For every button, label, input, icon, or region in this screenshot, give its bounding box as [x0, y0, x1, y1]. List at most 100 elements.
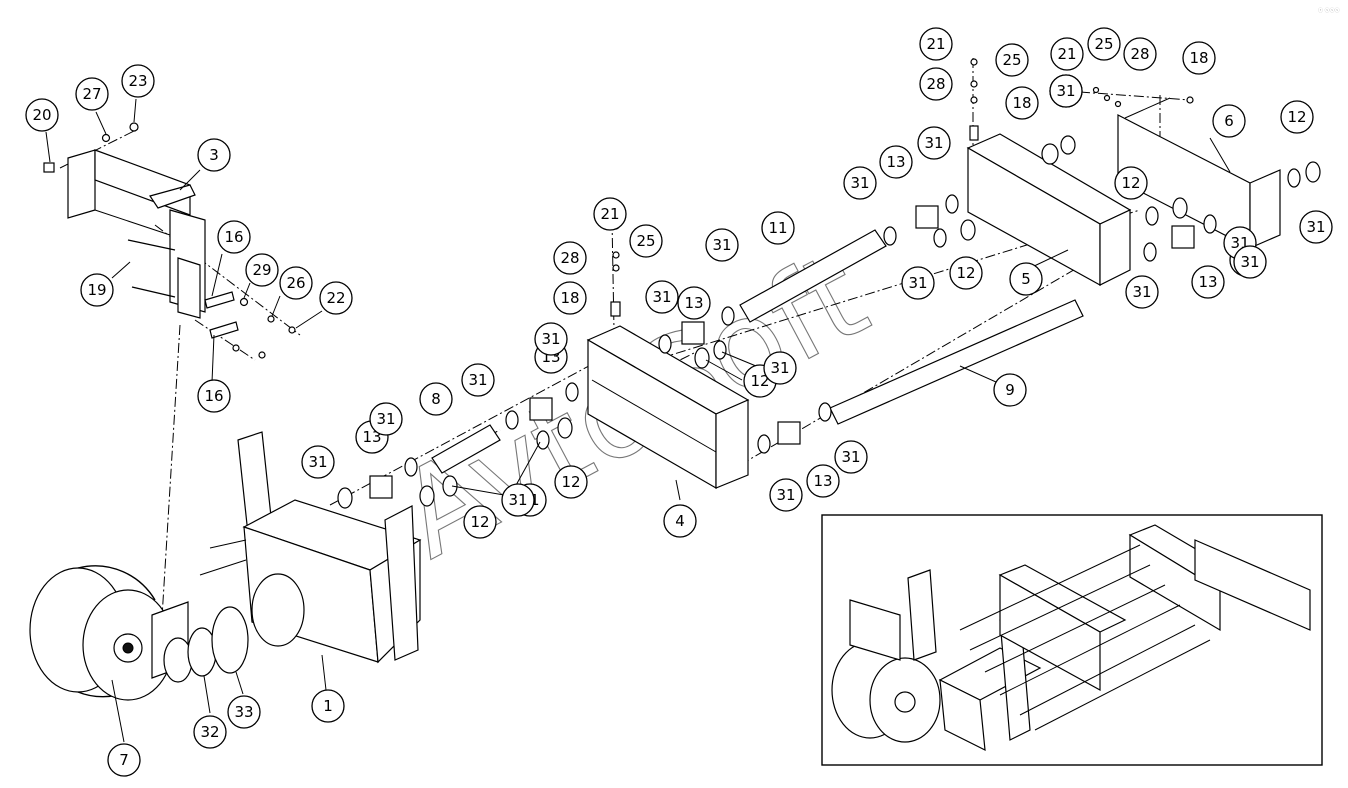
- callout-31: 31: [705, 228, 739, 262]
- callout-circle: [834, 440, 868, 474]
- callout-circle: [995, 43, 1029, 77]
- callout-circle: [1114, 166, 1148, 200]
- callout-label: 27: [82, 85, 101, 103]
- callout-31: 31: [645, 280, 679, 314]
- callout-label: 25: [636, 232, 655, 250]
- housing-part-1: [199, 431, 422, 664]
- callout-label: 29: [252, 261, 271, 279]
- callout-label: 13: [886, 153, 905, 171]
- callout-label: 19: [87, 281, 106, 299]
- callout-19: 19: [80, 273, 114, 307]
- callout-circle: [534, 322, 568, 356]
- callout-label: 6: [1224, 112, 1234, 130]
- callout-circle: [843, 166, 877, 200]
- callout-circle: [301, 445, 335, 479]
- callout-label: 33: [234, 703, 253, 721]
- callout-18: 18: [553, 281, 587, 315]
- callout-label: 3: [209, 146, 219, 164]
- callout-label: 31: [308, 453, 327, 471]
- callout-32: 32: [193, 715, 227, 749]
- bracket-part-3: [67, 149, 206, 319]
- callout-circle: [197, 138, 231, 172]
- callout-label: 16: [204, 387, 223, 405]
- callout-label: 22: [326, 289, 345, 307]
- callout-label: 4: [675, 512, 685, 530]
- callout-9: 9: [993, 373, 1027, 407]
- callout-16: 16: [217, 220, 251, 254]
- callout-31: 31: [369, 402, 403, 436]
- callout-circle: [645, 280, 679, 314]
- sleeves-and-rings: [337, 135, 1321, 509]
- callout-circle: [769, 478, 803, 512]
- callout-label: 12: [1121, 174, 1140, 192]
- callout-label: 12: [1287, 108, 1306, 126]
- callout-circle: [1123, 37, 1157, 71]
- callout-label: 28: [1130, 45, 1149, 63]
- callout-label: 31: [541, 330, 560, 348]
- callout-28: 28: [553, 241, 587, 275]
- callout-16: 16: [197, 379, 231, 413]
- callout-circle: [1009, 262, 1043, 296]
- callout-circle: [919, 27, 953, 61]
- callout-20: 20: [25, 98, 59, 132]
- callout-31: 31: [301, 445, 335, 479]
- callout-label: 5: [1021, 270, 1031, 288]
- callout-circle: [761, 211, 795, 245]
- callout-circle: [919, 67, 953, 101]
- callout-label: 12: [470, 513, 489, 531]
- callout-label: 12: [750, 372, 769, 390]
- callout-circle: [121, 64, 155, 98]
- callout-25: 25: [995, 43, 1029, 77]
- callout-33: 33: [227, 695, 261, 729]
- callout-circle: [217, 220, 251, 254]
- inset-assembled-view: [821, 514, 1323, 766]
- callout-31: 31: [501, 483, 535, 517]
- callout-circle: [193, 715, 227, 749]
- callout-label: 32: [200, 723, 219, 741]
- callout-label: 21: [600, 205, 619, 223]
- callout-label: 18: [1012, 94, 1031, 112]
- callout-31: 31: [461, 363, 495, 397]
- callout-11: 11: [761, 211, 795, 245]
- callout-label: 28: [926, 75, 945, 93]
- callout-12: 12: [1280, 100, 1314, 134]
- callout-label: 31: [712, 236, 731, 254]
- callout-circle: [1125, 275, 1159, 309]
- callout-label: 31: [468, 371, 487, 389]
- callout-circle: [993, 373, 1027, 407]
- callout-21: 21: [593, 197, 627, 231]
- callout-13: 13: [1191, 265, 1225, 299]
- callout-circle: [463, 505, 497, 539]
- callout-label: 13: [1198, 273, 1217, 291]
- callout-label: 31: [1056, 82, 1075, 100]
- callout-circle: [75, 77, 109, 111]
- callout-31: 31: [534, 322, 568, 356]
- callout-31: 31: [1299, 210, 1333, 244]
- callout-18: 18: [1182, 41, 1216, 75]
- callout-26: 26: [279, 266, 313, 300]
- callout-18: 18: [1005, 86, 1039, 120]
- callout-label: 26: [286, 274, 305, 292]
- callout-13: 13: [806, 464, 840, 498]
- callout-label: 31: [1240, 253, 1259, 271]
- callout-29: 29: [245, 253, 279, 287]
- callout-circle: [1005, 86, 1039, 120]
- callout-circle: [279, 266, 313, 300]
- callout-circle: [917, 126, 951, 160]
- callout-circle: [419, 382, 453, 416]
- callout-circle: [227, 695, 261, 729]
- callout-label: 21: [926, 35, 945, 53]
- callout-12: 12: [554, 465, 588, 499]
- callout-label: 13: [813, 472, 832, 490]
- callout-circle: [1299, 210, 1333, 244]
- callout-circle: [593, 197, 627, 231]
- callout-31: 31: [834, 440, 868, 474]
- callout-7: 7: [107, 743, 141, 777]
- callout-31: 31: [917, 126, 951, 160]
- callout-13: 13: [879, 145, 913, 179]
- callout-label: 31: [908, 274, 927, 292]
- callout-label: 1: [323, 697, 333, 715]
- callout-31: 31: [763, 351, 797, 385]
- callout-12: 12: [1114, 166, 1148, 200]
- callout-3: 3: [197, 138, 231, 172]
